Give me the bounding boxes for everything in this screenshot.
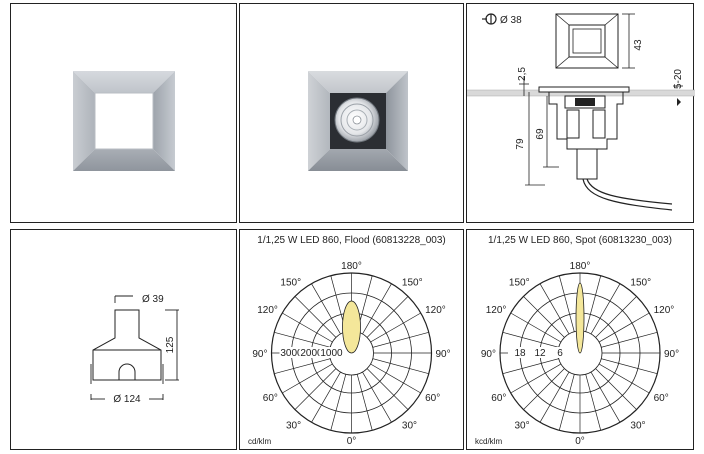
top-diameter-label: Ø 39	[142, 294, 164, 305]
spot-polar-panel: 1/1,25 W LED 860, Spot (60813230_003) 18…	[466, 229, 694, 450]
angle-label-mid-right: 120°	[654, 305, 675, 316]
angle-label-bottom-right: 30°	[402, 421, 417, 432]
spot-chart-title: 1/1,25 W LED 860, Spot (60813230_003)	[487, 235, 673, 246]
angle-label-lower-left: 60°	[491, 393, 506, 404]
body-depth-label: 69	[535, 128, 546, 140]
angle-label-lower-left: 60°	[263, 393, 278, 404]
angle-label-upper-left: 150°	[509, 277, 530, 288]
angle-label-top: 180°	[570, 261, 591, 272]
cutout-symbol-icon	[482, 13, 497, 25]
ceiling-range-label: 5-20	[673, 69, 684, 89]
angle-label-top: 180°	[341, 261, 362, 272]
angle-label-upper-left: 150°	[280, 277, 301, 288]
angle-label-bottom-left: 30°	[286, 421, 301, 432]
angle-label-left: 90°	[481, 349, 496, 360]
spot-polar-chart: 180° 0° 90° 90° 150° 150° 120° 120° 60° 60° 30° 30°…	[481, 261, 679, 447]
angle-label-lower-right: 60°	[425, 393, 440, 404]
side-view-panel: Ø 39 125 Ø 124	[10, 229, 237, 450]
flood-chart-title: 1/1,25 W LED 860, Flood (60813228_003)	[257, 235, 446, 246]
base-diameter-label: Ø 124	[113, 394, 141, 405]
radial-label: 2000	[300, 348, 323, 359]
cutout-diameter-label: Ø 38	[500, 15, 522, 26]
angle-label-mid-right: 120°	[425, 305, 446, 316]
radial-label: 1000	[320, 348, 343, 359]
side-view-drawing: Ø 39 125 Ø 124	[90, 294, 179, 405]
radial-label: 12	[534, 348, 546, 359]
angle-label-right: 90°	[436, 349, 451, 360]
angle-label-mid-left: 120°	[257, 305, 278, 316]
installation-drawing-panel: Ø 38 43 2,5 79 69	[466, 3, 695, 223]
lens-insert-panel	[239, 3, 464, 223]
angle-label-upper-right: 150°	[630, 277, 651, 288]
angle-label-bottom-left: 30°	[514, 421, 529, 432]
flood-polar-chart: 180° 0° 90° 90° 150° 150° 120° 120° 60° 60° 30° 30°…	[252, 261, 451, 447]
frame-height-label: 43	[633, 39, 644, 51]
angle-label-bottom-right: 30°	[630, 421, 645, 432]
flood-unit-label: cd/klm	[248, 437, 272, 446]
angle-label-bottom: 0°	[575, 436, 585, 447]
angle-label-right: 90°	[664, 349, 679, 360]
light-distribution-lobe	[575, 282, 585, 354]
total-depth-label: 79	[515, 138, 526, 150]
angle-label-bottom: 0°	[347, 436, 357, 447]
spot-unit-label: kcd/klm	[475, 437, 503, 446]
angle-label-upper-right: 150°	[402, 277, 423, 288]
installation-drawing: Ø 38 43 2,5 79 69	[467, 13, 695, 211]
light-distribution-lobe	[342, 300, 361, 354]
radial-label: 6	[557, 348, 563, 359]
height-label: 125	[165, 336, 176, 353]
flood-polar-panel: 1/1,25 W LED 860, Flood (60813228_003) 1…	[239, 229, 464, 450]
angle-label-left: 90°	[252, 349, 267, 360]
angle-label-mid-left: 120°	[486, 305, 507, 316]
radial-label: 18	[514, 348, 526, 359]
radial-label: 3000	[280, 348, 303, 359]
rim-thickness-label: 2,5	[517, 67, 528, 81]
reflector-frame-drawing	[73, 71, 175, 171]
angle-label-lower-right: 60°	[654, 393, 669, 404]
reflector-frame-panel	[10, 3, 237, 223]
lens-insert-drawing	[308, 71, 408, 171]
